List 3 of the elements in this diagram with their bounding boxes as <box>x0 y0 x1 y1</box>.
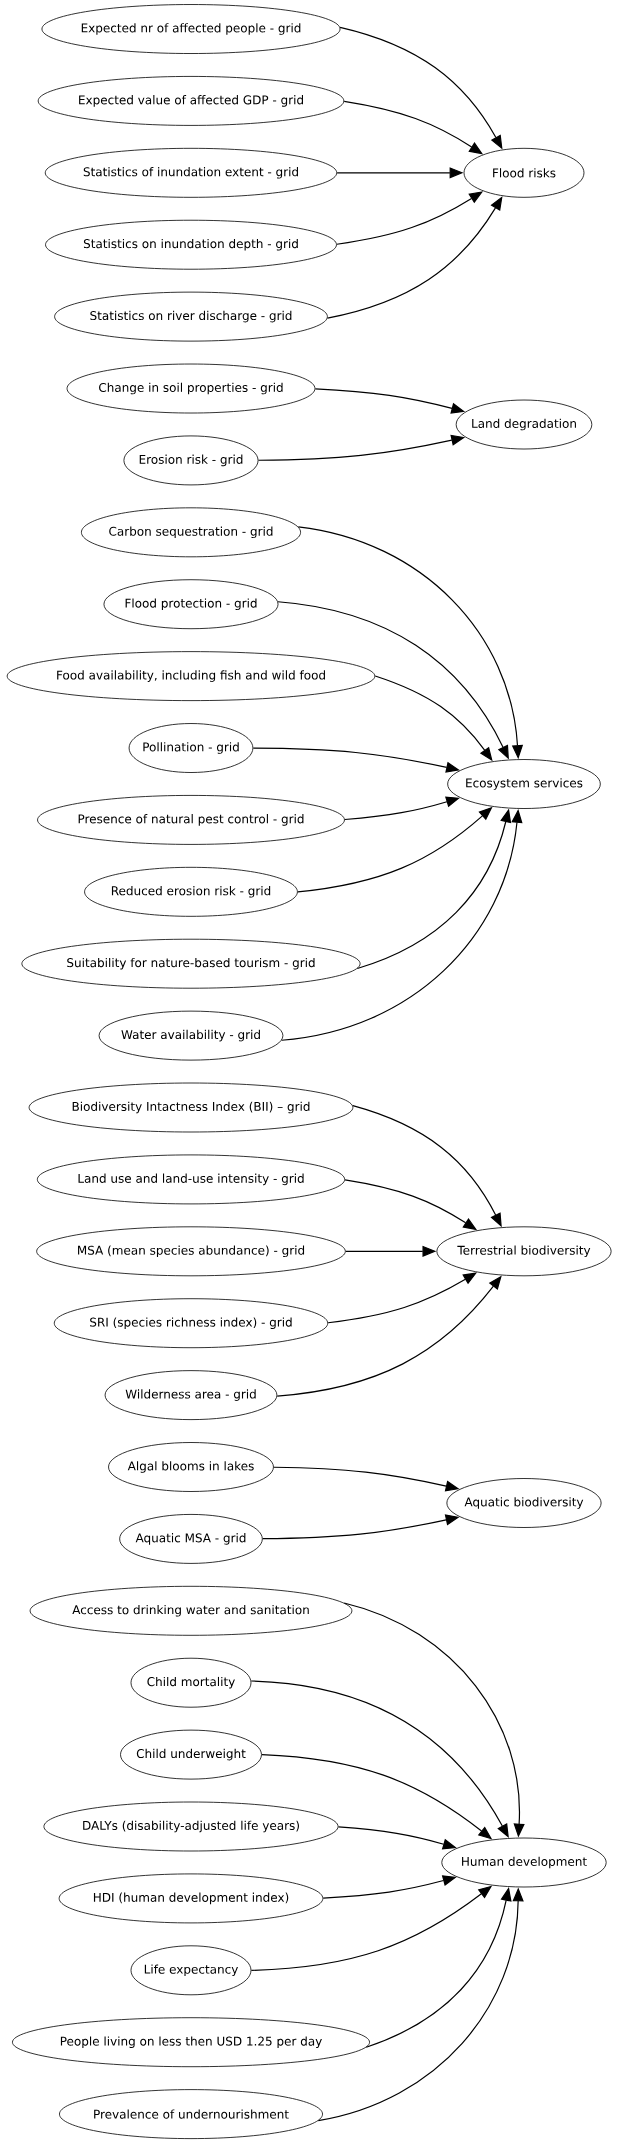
arrow <box>344 796 460 821</box>
arrow <box>326 196 503 319</box>
arrow <box>250 1680 509 1838</box>
